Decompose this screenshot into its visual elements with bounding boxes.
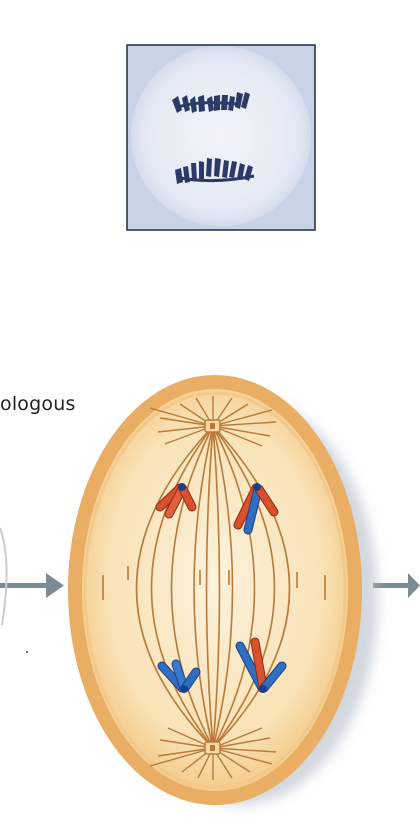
previous-cell-edge bbox=[0, 527, 8, 626]
chromosome-upper-right bbox=[233, 483, 279, 535]
lower-chromosome-cluster bbox=[175, 158, 255, 184]
arrow-right-icon bbox=[373, 573, 420, 598]
chromosome-lower-left bbox=[157, 659, 201, 693]
arrow-right-icon bbox=[0, 573, 64, 598]
chromosome-upper-left bbox=[155, 483, 197, 519]
chromosome-micrograph-photo bbox=[126, 44, 316, 231]
upper-chromosome-cluster bbox=[172, 92, 250, 113]
spindle-fibers bbox=[102, 425, 326, 749]
dot-mark bbox=[26, 651, 28, 653]
anaphase-cell bbox=[68, 375, 378, 805]
top-aster bbox=[149, 396, 277, 447]
chromosome-lower-right bbox=[235, 637, 287, 693]
partial-label: ologous bbox=[0, 393, 76, 415]
